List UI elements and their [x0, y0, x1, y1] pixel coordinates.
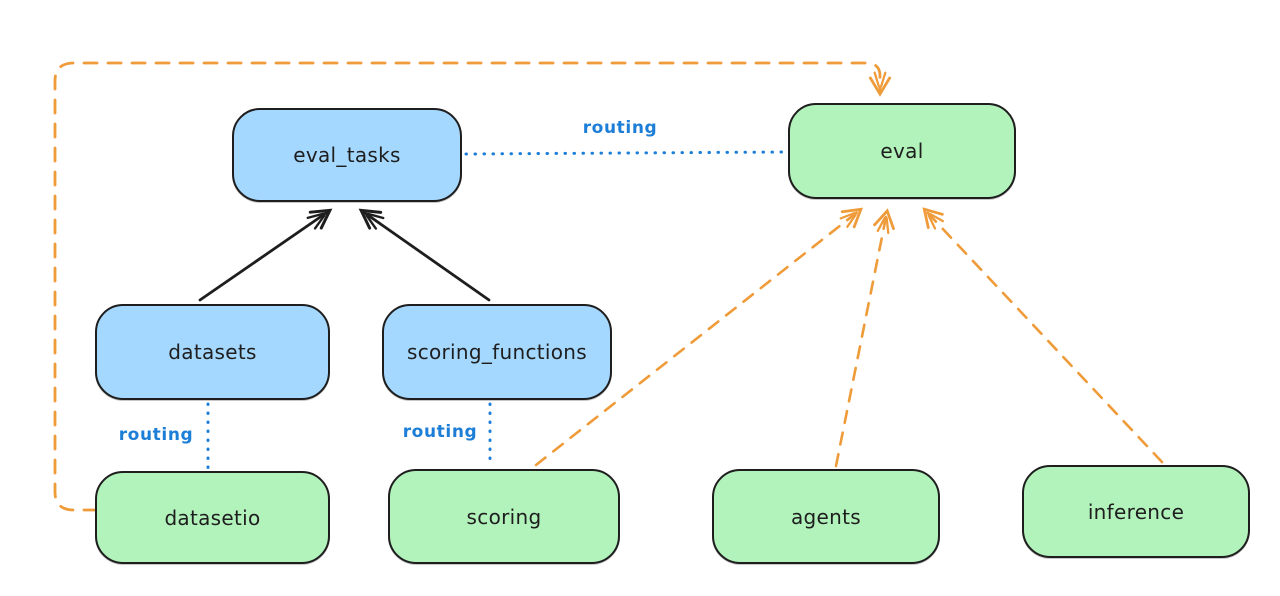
edge-scoring-functions-to-eval-tasks [358, 208, 491, 302]
node-datasets: datasets [95, 304, 330, 400]
node-eval: eval [788, 103, 1016, 199]
node-inference-label: inference [1087, 499, 1185, 524]
edge-label-routing-scoring-functions-scoring: routing [402, 422, 478, 442]
edge-datasets-to-eval-tasks [198, 208, 333, 302]
node-datasets-label: datasets [168, 340, 257, 364]
edge-label-routing-eval-tasks-eval: routing [582, 118, 658, 138]
node-datasetio: datasetio [95, 471, 330, 564]
node-eval-tasks-label: eval_tasks [293, 143, 401, 167]
edge-agents-to-eval [834, 208, 895, 468]
edge-inference-to-eval [922, 207, 1164, 464]
node-agents-label: agents [791, 504, 861, 529]
node-eval-label: eval [880, 139, 924, 163]
node-agents: agents [712, 469, 940, 564]
edge-label-routing-datasets-datasetio: routing [118, 425, 194, 445]
node-eval-tasks: eval_tasks [232, 108, 462, 202]
node-scoring-label: scoring [466, 504, 542, 529]
edge-eval-tasks-to-eval-routing [464, 150, 787, 156]
node-scoring-functions-label: scoring_functions [406, 340, 588, 364]
node-datasetio-label: datasetio [164, 505, 261, 530]
node-scoring: scoring [388, 469, 620, 564]
edge-datasetio-to-eval-loop [53, 61, 892, 512]
node-scoring-functions: scoring_functions [382, 304, 612, 400]
node-inference: inference [1022, 465, 1250, 558]
edge-scoring-to-eval [534, 207, 863, 467]
